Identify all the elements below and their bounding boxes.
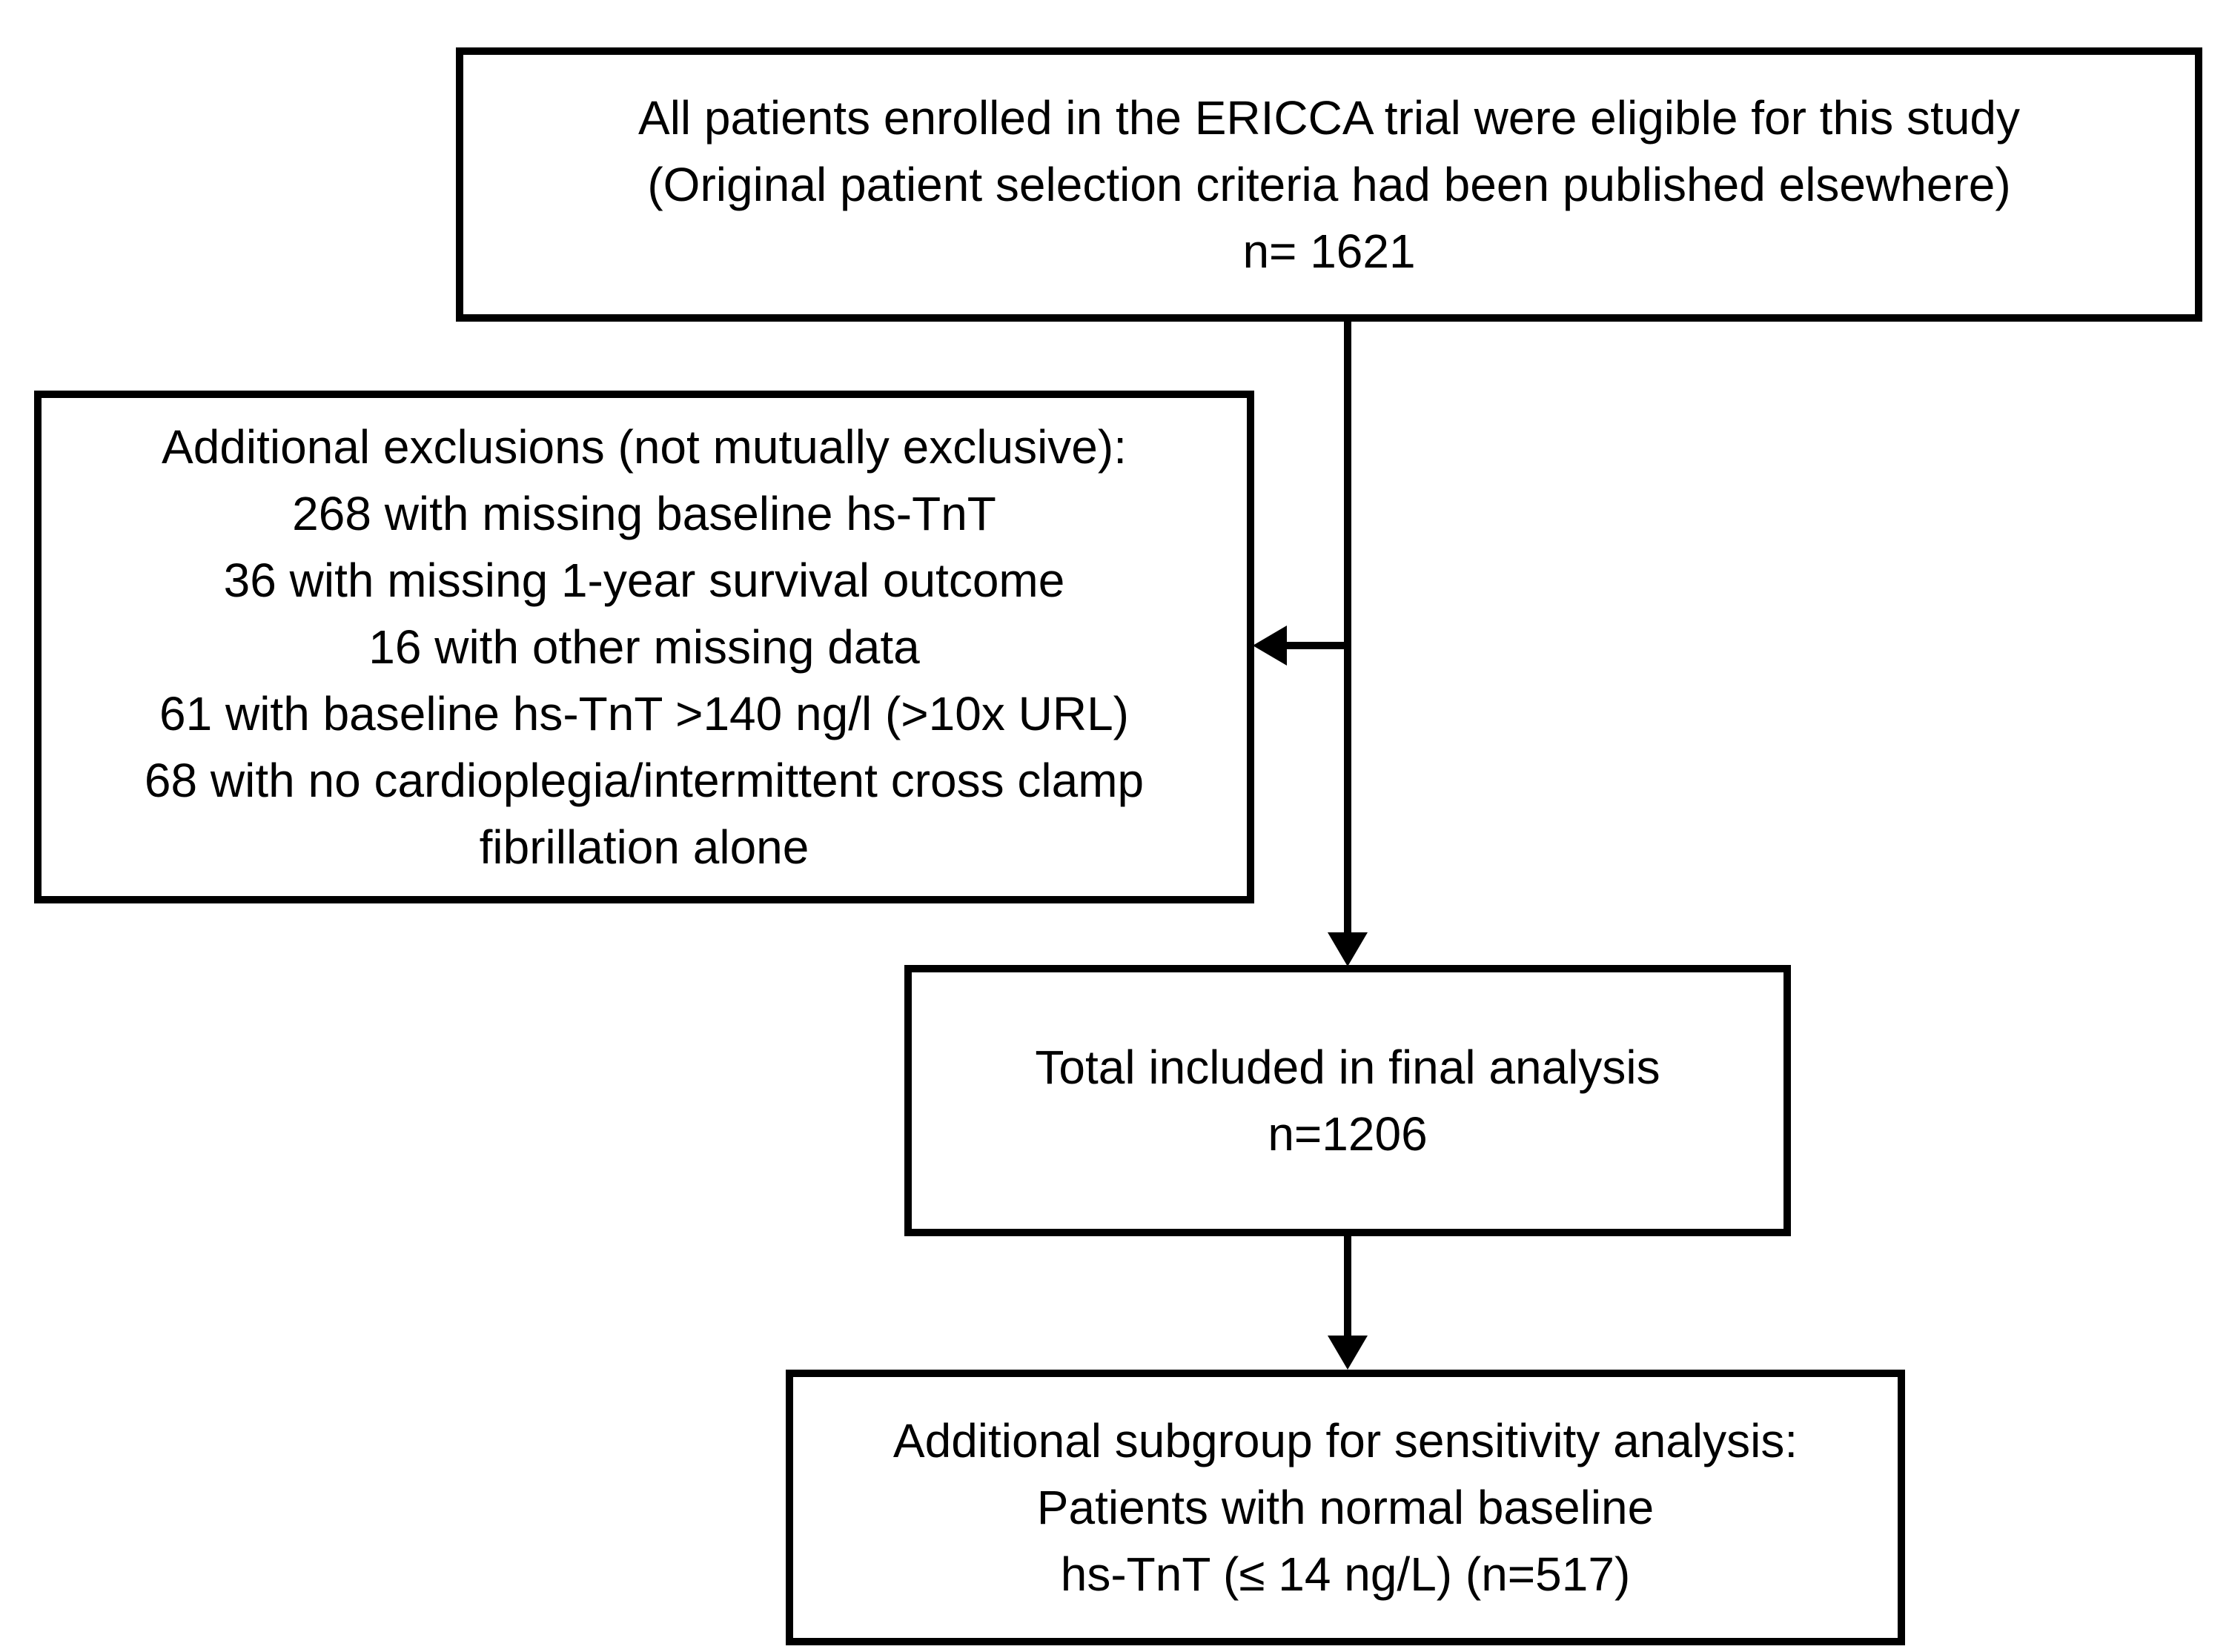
arrowhead-down-to-subgroup-icon bbox=[1328, 1336, 1368, 1370]
box-eligible-patients: All patients enrolled in the ERICCA tria… bbox=[456, 47, 2202, 322]
final-line-1: Total included in final analysis bbox=[1035, 1041, 1660, 1094]
box-sensitivity-subgroup: Additional subgroup for sensitivity anal… bbox=[786, 1370, 1905, 1645]
exclusion-item-missing-survival: 36 with missing 1-year survival outcome bbox=[223, 554, 1065, 607]
subgroup-count: hs-TnT (≤ 14 ng/L) (n=517) bbox=[1060, 1547, 1631, 1601]
eligible-count: n= 1621 bbox=[1242, 225, 1416, 278]
exclusions-heading: Additional exclusions (not mutually excl… bbox=[162, 420, 1127, 474]
subgroup-line-2: Patients with normal baseline bbox=[1036, 1481, 1655, 1534]
box-additional-exclusions: Additional exclusions (not mutually excl… bbox=[34, 391, 1254, 903]
final-count: n=1206 bbox=[1268, 1107, 1428, 1161]
subgroup-line-1: Additional subgroup for sensitivity anal… bbox=[892, 1414, 1798, 1467]
exclusion-item-missing-hs-tnt: 268 with missing baseline hs-TnT bbox=[292, 487, 996, 540]
exclusion-item-no-cardioplegia: 68 with no cardioplegia/intermittent cro… bbox=[144, 754, 1145, 874]
arrowhead-left-to-exclusions-icon bbox=[1253, 626, 1287, 666]
eligible-line-2: (Original patient selection criteria had… bbox=[647, 158, 2011, 211]
exclusion-item-other-missing: 16 with other missing data bbox=[368, 620, 920, 674]
arrow-line-final-to-subgroup bbox=[1344, 1233, 1351, 1337]
exclusion-item-high-hs-tnt: 61 with baseline hs-TnT >140 ng/l (>10x … bbox=[159, 687, 1129, 740]
arrow-line-eligible-to-final bbox=[1344, 319, 1351, 935]
arrow-line-branch-to-exclusions bbox=[1285, 642, 1351, 649]
box-final-analysis: Total included in final analysis n=1206 bbox=[904, 965, 1791, 1236]
eligible-line-1: All patients enrolled in the ERICCA tria… bbox=[638, 91, 2020, 145]
arrowhead-down-to-final-icon bbox=[1328, 932, 1368, 966]
